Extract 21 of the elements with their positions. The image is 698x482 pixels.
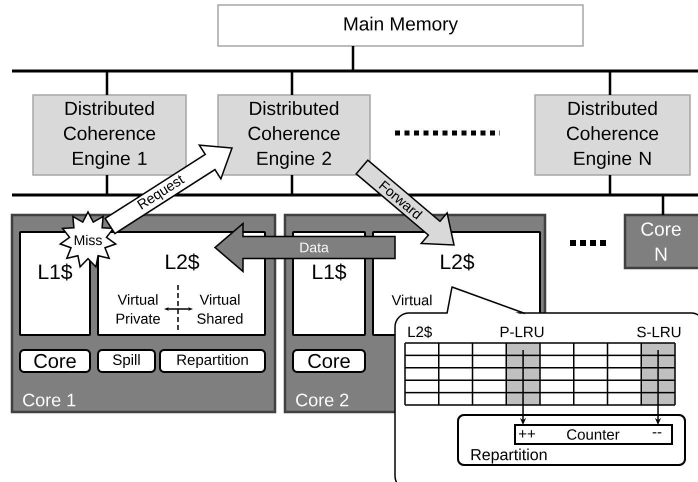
engine-box: Distributed Coherence Engine 2	[217, 94, 371, 176]
bus-connector	[662, 196, 664, 215]
counter-box: ++ Counter --	[514, 424, 673, 445]
bus-connector	[608, 175, 612, 194]
bus-connector	[290, 175, 294, 194]
bus-connector	[352, 46, 354, 70]
bus-connector	[106, 72, 108, 95]
unit-box: Spill	[97, 349, 156, 373]
engine-box: Distributed Coherence Engine 1	[32, 94, 187, 176]
bus-connector	[106, 175, 108, 194]
bus-connector	[290, 72, 294, 95]
bus-bar	[12, 70, 698, 72]
core-box: Core N	[624, 214, 698, 270]
unit-box: Core	[292, 349, 366, 373]
unit-box: Repartition	[159, 349, 266, 373]
block-arrow	[214, 222, 396, 274]
engine-box: Distributed Coherence Engine N	[534, 94, 691, 176]
memory-box: Main Memory	[217, 4, 584, 47]
bus-connector	[608, 72, 612, 95]
edge-label: Data	[298, 242, 330, 254]
unit-box: Core	[19, 349, 91, 373]
